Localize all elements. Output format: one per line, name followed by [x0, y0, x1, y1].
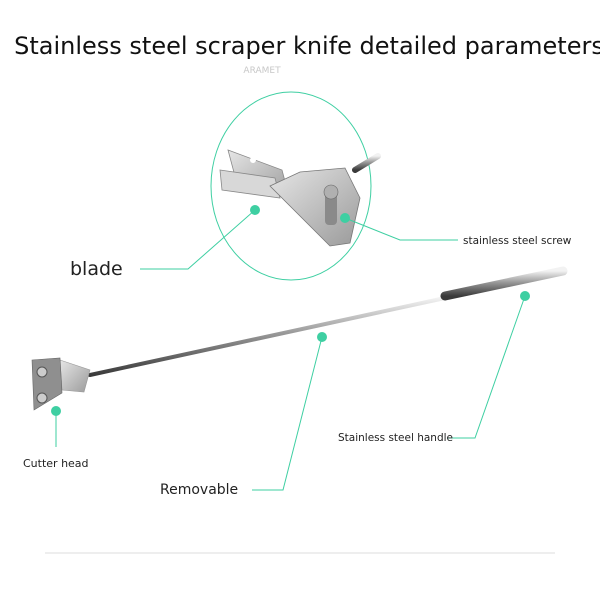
screw-marker: [340, 213, 350, 223]
watermark: ARAMET: [243, 66, 281, 76]
blade-closeup-image: [219, 149, 381, 247]
label-cutter-head: Cutter head: [23, 457, 89, 470]
label-removable: Removable: [160, 482, 238, 498]
callout-lines: [55, 209, 526, 491]
cutter-head-marker: [51, 406, 61, 416]
zoom-circle: [210, 91, 372, 281]
removable-marker: [317, 332, 327, 342]
handle-marker: [520, 291, 530, 301]
label-blade: blade: [70, 258, 123, 280]
blade-marker: [250, 205, 260, 215]
scraper-tool-image: [31, 266, 568, 411]
label-handle: Stainless steel handle: [338, 432, 453, 444]
page-title: Stainless steel scraper knife detailed p…: [14, 32, 600, 60]
label-screw: stainless steel screw: [463, 235, 572, 247]
